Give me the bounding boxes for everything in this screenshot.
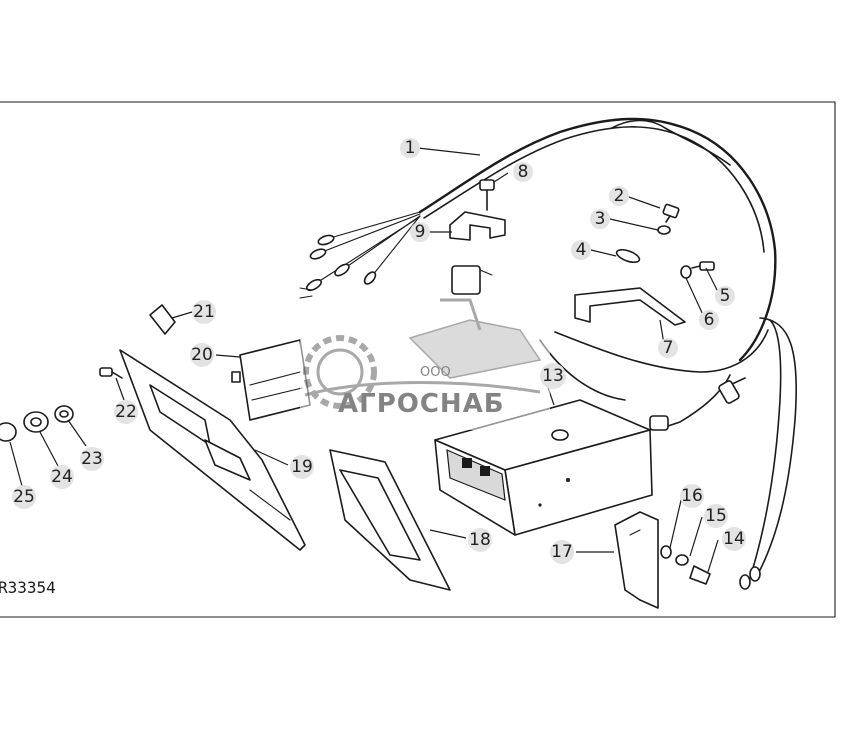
- svg-text:24: 24: [51, 467, 73, 487]
- wiring-harness: [299, 117, 798, 590]
- watermark-prefix: ООО: [420, 365, 451, 380]
- svg-text:6: 6: [704, 310, 715, 330]
- callout-2: 2: [609, 186, 629, 206]
- svg-text:18: 18: [469, 530, 491, 550]
- callout-6: 6: [699, 310, 719, 330]
- callout-4: 4: [571, 240, 591, 260]
- callout-20: 20: [190, 343, 214, 367]
- figure-code: R33354: [0, 578, 56, 597]
- svg-text:8: 8: [518, 162, 529, 182]
- screw-part-8: [479, 179, 495, 211]
- svg-text:20: 20: [191, 345, 213, 365]
- callout-17: 17: [550, 540, 574, 564]
- svg-text:9: 9: [415, 222, 426, 242]
- svg-text:3: 3: [595, 209, 606, 229]
- callout-16: 16: [680, 484, 704, 508]
- callout-5: 5: [715, 286, 735, 306]
- callout-7: 7: [658, 338, 678, 358]
- svg-text:17: 17: [551, 542, 573, 562]
- svg-text:15: 15: [705, 506, 727, 526]
- watermark-name: АГРОСНАБ: [338, 389, 505, 419]
- bracket-part-17: [614, 511, 659, 609]
- svg-text:21: 21: [193, 302, 215, 322]
- duct-part-18: [329, 449, 451, 591]
- svg-text:5: 5: [720, 286, 731, 306]
- svg-text:13: 13: [542, 366, 564, 386]
- callout-3: 3: [590, 209, 610, 229]
- callout-19: 19: [290, 455, 314, 479]
- svg-text:2: 2: [614, 186, 625, 206]
- screw-part-22: [99, 367, 123, 379]
- diagram-frame: [0, 101, 836, 618]
- svg-text:19: 19: [291, 457, 313, 477]
- callout-25: 25: [12, 485, 36, 509]
- svg-text:14: 14: [723, 529, 745, 549]
- callout-21: 21: [192, 300, 216, 324]
- svg-text:1: 1: [405, 138, 416, 158]
- callout-18: 18: [468, 528, 492, 552]
- callout-9: 9: [410, 222, 430, 242]
- svg-text:22: 22: [115, 402, 137, 422]
- callout-15: 15: [704, 504, 728, 528]
- hardware-parts-2-7: [574, 203, 715, 326]
- knob-part-21: [149, 304, 176, 335]
- watermark-logo: ООО АГРОСНАБ: [300, 298, 550, 430]
- callout-1: 1: [400, 138, 420, 158]
- fasteners-parts-14-16: [660, 545, 711, 585]
- clamp-part-9: [449, 211, 506, 295]
- bezel-part-19: [119, 349, 306, 551]
- callout-14: 14: [722, 527, 746, 551]
- callout-24: 24: [50, 465, 74, 489]
- callout-22: 22: [114, 400, 138, 424]
- svg-text:25: 25: [13, 487, 35, 507]
- svg-text:7: 7: [663, 338, 674, 358]
- svg-text:23: 23: [81, 449, 103, 469]
- callout-8: 8: [513, 162, 533, 182]
- svg-text:4: 4: [576, 240, 587, 260]
- control-part-20: [231, 339, 311, 421]
- callout-13: 13: [540, 363, 566, 389]
- knobs-parts-23-25: [0, 405, 74, 442]
- unit-part-13: [434, 399, 653, 536]
- callouts: 1 8 2 3 9 4 5 6 7 13 21 20 22 23 24 25 1…: [12, 138, 746, 564]
- svg-text:16: 16: [681, 486, 703, 506]
- callout-23: 23: [80, 447, 104, 471]
